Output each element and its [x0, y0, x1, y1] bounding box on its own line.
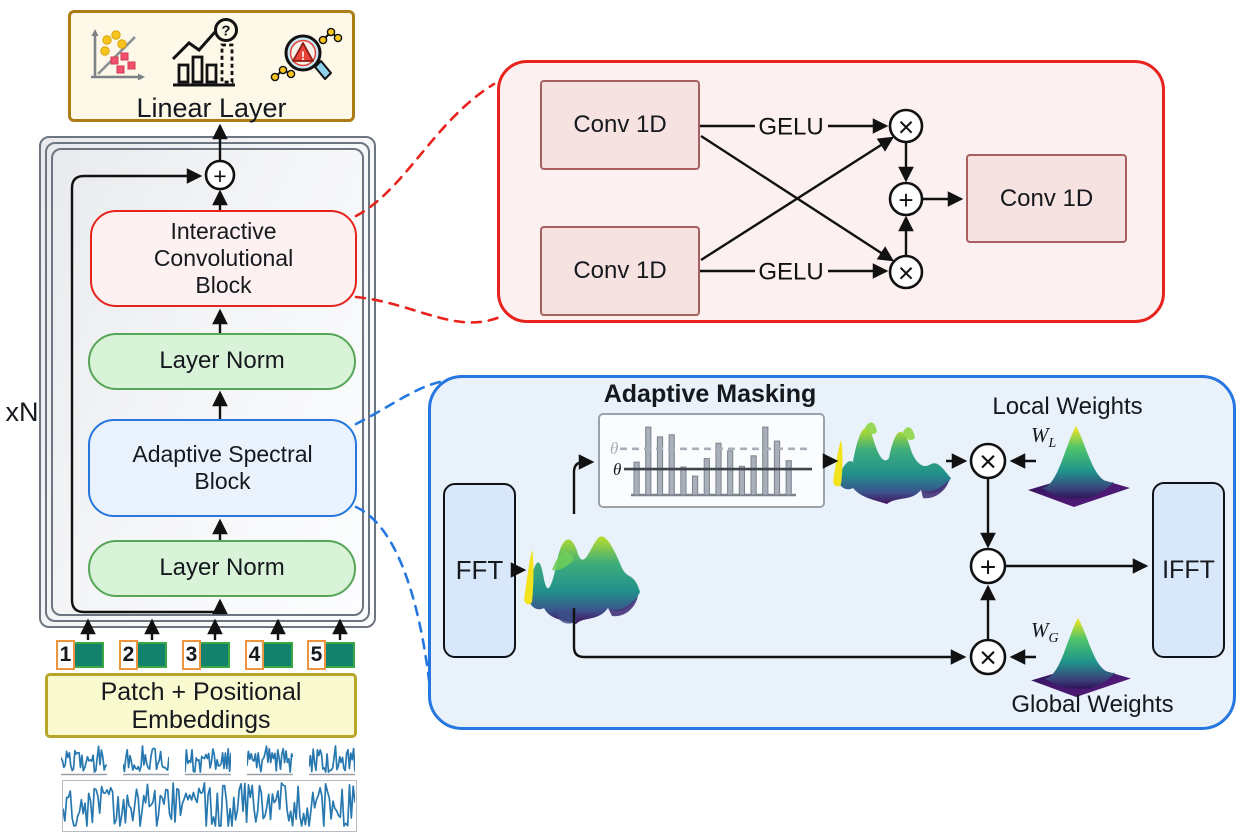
- interactive-convolutional-block: Interactive Convolutional Block: [90, 210, 357, 307]
- svg-text:!: !: [301, 49, 305, 63]
- patch-token-3-index: 3: [182, 640, 201, 670]
- forecasting-icon: ?: [171, 18, 238, 87]
- local-weights-label: Local Weights: [992, 393, 1143, 420]
- full-series-box: [62, 780, 357, 832]
- patch-token-5-square: [324, 642, 355, 668]
- patch-token-4-square: [262, 642, 293, 668]
- waveform-full-series: [62, 782, 356, 827]
- local-weights-symbol: WL: [1031, 423, 1057, 452]
- local-weights-gaussian: [1028, 426, 1130, 507]
- conv1d-output-box: Conv 1D: [966, 154, 1127, 243]
- adaptive-masking-box: θ θ: [598, 413, 825, 508]
- linear-layer-box: ? ! Linear Layer: [68, 10, 355, 123]
- svg-text:?: ?: [221, 23, 230, 40]
- waveform-snippet-4: [247, 745, 293, 776]
- icb-zoom-connector-top: [354, 82, 496, 218]
- waveform-snippet-3: [185, 747, 231, 776]
- patch-token-4-index: 4: [245, 640, 264, 670]
- adaptive-spectral-block: Adaptive Spectral Block: [88, 419, 357, 517]
- patch-token-2-square: [136, 642, 167, 668]
- patch-embedding-box: Patch + Positional Embeddings: [45, 673, 357, 738]
- icb-zoom-connector-bottom: [354, 295, 502, 324]
- classification-icon: [91, 29, 145, 81]
- repeat-label: xN: [5, 397, 39, 427]
- waveform-snippet-5: [309, 745, 355, 776]
- layer-norm-upper: Layer Norm: [88, 333, 356, 390]
- anomaly-icon: !: [270, 27, 343, 82]
- spectrum-surface-full: [524, 536, 640, 624]
- global-weights-label: Global Weights: [1011, 691, 1174, 718]
- waveform-snippet-1: [61, 745, 107, 776]
- theta-upper-label: θ: [610, 439, 618, 458]
- layer-norm-lower: Layer Norm: [88, 540, 356, 597]
- conv1d-bottom-box: Conv 1D: [540, 226, 700, 316]
- patch-token-5-index: 5: [307, 640, 326, 670]
- linear-layer-label: Linear Layer: [136, 93, 287, 123]
- fft-box: FFT: [443, 483, 516, 658]
- masking-chart: θ θ: [610, 426, 812, 497]
- patch-token-1-square: [73, 642, 104, 668]
- spectrum-surface-masked: [833, 422, 951, 504]
- conv1d-top-box: Conv 1D: [540, 80, 700, 170]
- theta-lower-label: θ: [613, 460, 621, 479]
- global-weights-symbol: WG: [1031, 618, 1059, 647]
- waveform-snippet-2: [123, 745, 169, 776]
- ifft-box: IFFT: [1152, 482, 1225, 658]
- patch-token-1-index: 1: [56, 640, 75, 670]
- patch-token-2-index: 2: [119, 640, 138, 670]
- patch-token-3-square: [199, 642, 230, 668]
- adaptive-masking-title: Adaptive Masking: [603, 380, 817, 408]
- global-weights-gaussian: [1031, 617, 1131, 698]
